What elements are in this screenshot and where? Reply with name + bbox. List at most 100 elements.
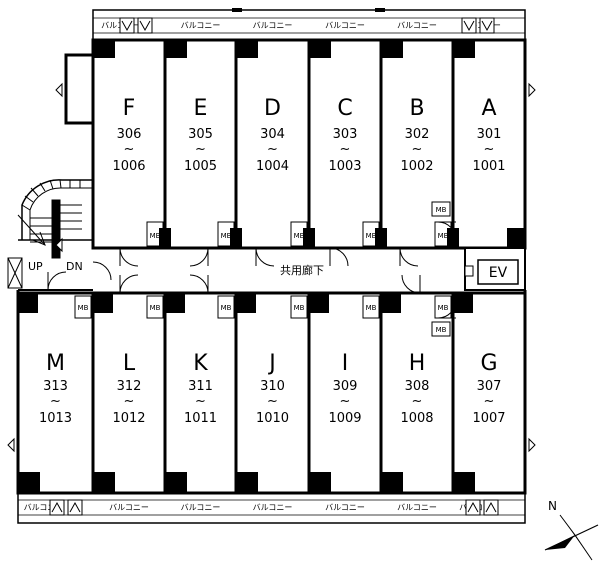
corridor-doors — [119, 221, 457, 319]
fixture-icon — [7, 437, 15, 453]
unit-tilde: ~ — [412, 142, 423, 157]
unit-a: A 301~1001 — [447, 38, 527, 250]
unit-num-low: 303 — [333, 127, 358, 142]
unit-num-low: 307 — [477, 379, 502, 394]
vent-icon — [49, 499, 65, 516]
fixture-icon — [528, 82, 536, 98]
unit-letter: G — [480, 351, 497, 376]
vent-icon — [483, 499, 499, 516]
unit-letter: A — [481, 96, 496, 121]
unit-num-low: 311 — [188, 379, 213, 394]
vent-icon — [67, 499, 83, 516]
unit-tilde: ~ — [267, 394, 278, 409]
unit-tilde: ~ — [340, 142, 351, 157]
unit-c: MB C 303~1003 — [303, 38, 383, 250]
unit-k: MB K 311~1011 — [163, 291, 238, 495]
north-label: N — [548, 499, 557, 513]
unit-f: MB F 306~1006 — [91, 38, 167, 250]
unit-num-high: 1002 — [400, 159, 433, 174]
balcony-label: バルコニー — [253, 503, 293, 512]
balcony-bottom — [17, 492, 526, 524]
mb-box-g: MB — [431, 321, 451, 337]
mb-label: MB — [366, 304, 377, 312]
unit-num-high: 1004 — [256, 159, 289, 174]
balcony-label: バルコニー — [325, 21, 365, 30]
unit-num-low: 302 — [405, 127, 430, 142]
mb-label: MB — [221, 304, 232, 312]
dn-label: DN — [66, 260, 83, 273]
mb-label: MB — [150, 304, 161, 312]
unit-letter: E — [194, 96, 208, 121]
balcony-label: バルコニー — [397, 503, 437, 512]
unit-g: G 307~1007 — [451, 291, 527, 495]
unit-letter: B — [409, 96, 424, 121]
unit-b: MB B 302~1002 — [375, 38, 455, 250]
unit-num-high: 1009 — [328, 411, 361, 426]
unit-tilde: ~ — [195, 142, 206, 157]
unit-num-low: 305 — [188, 127, 213, 142]
mb-box-a: MB — [431, 201, 451, 217]
svg-text:MB: MB — [436, 206, 447, 214]
mb-label: MB — [150, 232, 161, 240]
balcony-label: バルコニー — [397, 21, 437, 30]
unit-letter: F — [123, 96, 136, 121]
mb-label: MB — [221, 232, 232, 240]
unit-tilde: ~ — [484, 142, 495, 157]
unit-e: MB E 305~1005 — [159, 38, 238, 250]
unit-tilde: ~ — [124, 142, 135, 157]
unit-num-high: 1005 — [184, 159, 217, 174]
unit-letter: M — [46, 351, 65, 376]
balcony-label: バルコニー — [253, 21, 293, 30]
unit-num-high: 1011 — [184, 411, 217, 426]
fixture-icon — [55, 82, 63, 98]
unit-num-high: 1013 — [39, 411, 72, 426]
unit-letter: I — [342, 351, 349, 376]
unit-num-high: 1003 — [328, 159, 361, 174]
mb-label: MB — [366, 232, 377, 240]
unit-tilde: ~ — [124, 394, 135, 409]
corridor-label: 共用廊下 — [280, 263, 324, 277]
vent-icon — [137, 17, 153, 34]
unit-num-high: 1006 — [112, 159, 145, 174]
unit-num-high: 1007 — [472, 411, 505, 426]
unit-num-low: 310 — [260, 379, 285, 394]
unit-letter: H — [409, 351, 426, 376]
unit-letter: K — [193, 351, 208, 376]
up-label: UP — [28, 260, 43, 273]
unit-tilde: ~ — [412, 394, 423, 409]
svg-text:MB: MB — [436, 326, 447, 334]
unit-letter: D — [264, 96, 281, 121]
balcony-label: バルコニー — [181, 503, 221, 512]
unit-num-low: 309 — [333, 379, 358, 394]
unit-num-low: 312 — [117, 379, 142, 394]
unit-tilde: ~ — [195, 394, 206, 409]
balcony-label: バルコニー — [24, 503, 64, 512]
staircase — [7, 179, 112, 291]
unit-num-high: 1010 — [256, 411, 289, 426]
mb-label: MB — [438, 304, 449, 312]
mb-label: MB — [294, 304, 305, 312]
balcony-label: バルコニー — [181, 21, 221, 30]
unit-num-low: 301 — [477, 127, 502, 142]
compass: N — [544, 499, 599, 561]
vent-icon — [119, 17, 135, 34]
unit-num-low: 306 — [117, 127, 142, 142]
fixture-icon — [528, 437, 536, 453]
mb-label: MB — [294, 232, 305, 240]
vent-icon — [465, 499, 481, 516]
mb-label: MB — [78, 304, 89, 312]
unit-num-high: 1001 — [472, 159, 505, 174]
unit-tilde: ~ — [484, 394, 495, 409]
fixture-icon — [55, 237, 63, 253]
vent-icon — [479, 17, 495, 34]
balcony-label: バルコニー — [109, 503, 149, 512]
unit-num-low: 308 — [405, 379, 430, 394]
mb-label: MB — [438, 232, 449, 240]
balcony-label: バルコニー — [325, 503, 365, 512]
unit-letter: C — [337, 96, 352, 121]
